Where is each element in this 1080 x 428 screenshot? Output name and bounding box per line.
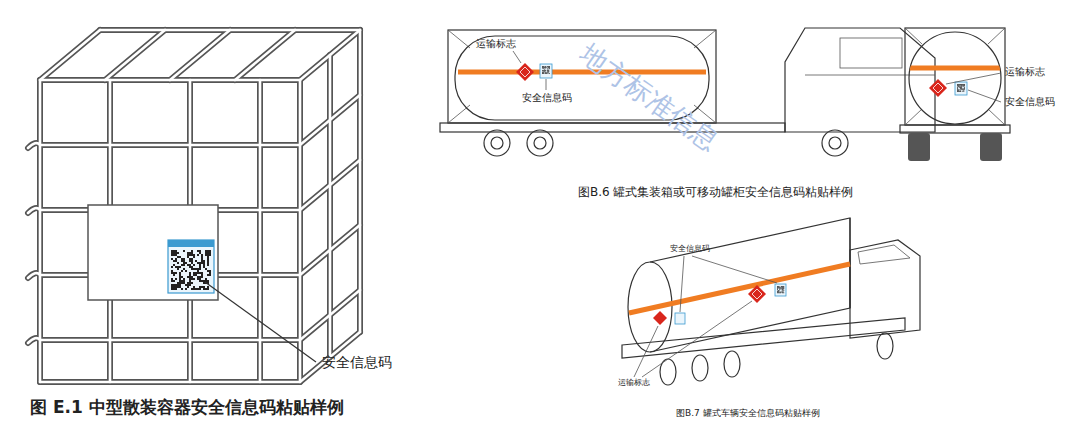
tank-truck (622, 218, 920, 385)
hazard-diamond (929, 79, 947, 97)
ibc-cage (28, 30, 360, 382)
callout-label: 安全信息码 (1005, 96, 1055, 108)
hazard-diamond (748, 285, 766, 303)
callout-label: 运输标志 (1005, 66, 1045, 78)
leader-line (205, 282, 316, 362)
watermark: 地方标准信息 (574, 38, 725, 156)
callout-label: 安全信息码 (522, 92, 572, 104)
hazard-diamond (516, 63, 534, 81)
callout-label: 运输标志 (618, 378, 650, 387)
callout-label: 运输标志 (476, 38, 516, 50)
tank-container-truck-side (440, 28, 935, 156)
callout-label: 安全信息码 (670, 244, 710, 253)
callout-label: 安全信息码 (322, 354, 392, 370)
figure-caption: 图B.7 罐式车辆安全信息码粘贴样例 (676, 408, 820, 418)
qr-sticker (168, 240, 214, 293)
tank-container-truck-rear (900, 28, 1010, 161)
hazard-diamond (653, 311, 667, 325)
figure-caption: 图 E.1 中型散装容器安全信息码粘贴样例 (30, 398, 344, 418)
qr-code (171, 250, 211, 290)
label-panel (88, 205, 218, 300)
figure-caption: 图B.6 罐式集装箱或可移动罐柜安全信息码粘贴样例 (578, 186, 854, 200)
